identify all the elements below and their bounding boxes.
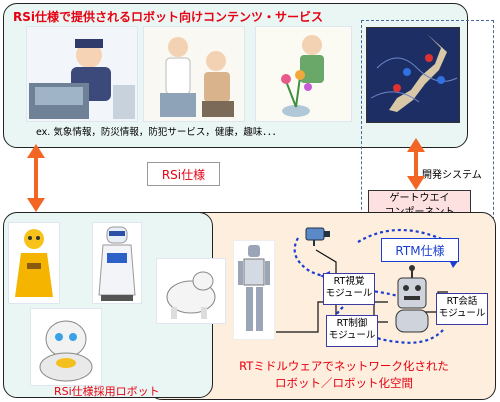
rt-conversation-module-line2: モジュール <box>438 308 486 319</box>
speaking-robot-icon <box>395 265 429 333</box>
rsi-spec-arrow <box>27 144 45 212</box>
gateway-line1: ゲートウエイ <box>389 193 450 204</box>
rt-conversation-module-line1: RT会話 <box>446 296 478 307</box>
middleware-caption-line1: RTミドルウェアでネットワーク化された <box>239 359 449 373</box>
middleware-caption-line2: ロボット／ロボット化空間 <box>275 376 413 390</box>
rt-control-module: RT制御 モジュール <box>326 315 378 347</box>
camera-icon <box>305 227 330 246</box>
dev-system-arrow <box>407 138 425 190</box>
rt-control-module-line1: RT制御 <box>336 318 368 329</box>
round-robot-image <box>30 308 102 386</box>
flower-arranging-image <box>255 26 352 122</box>
doctor-consultation-image <box>143 26 245 122</box>
train-operator-image <box>26 26 138 122</box>
rt-vision-module-line1: RT視覚 <box>333 276 365 287</box>
rt-network-diagram <box>276 227 459 344</box>
rtm-spec-label: RTM仕様 <box>395 244 445 258</box>
rt-vision-module: RT視覚 モジュール <box>323 273 375 305</box>
rt-control-module-line2: モジュール <box>328 330 376 341</box>
yellow-robot-image <box>8 222 60 304</box>
content-services-title: RSi仕様で提供されるロボット向けコンテンツ・サービス <box>13 10 323 24</box>
rt-vision-module-line2: モジュール <box>325 288 373 299</box>
weather-map-image <box>366 27 460 123</box>
rsi-spec-label: RSi仕様 <box>161 168 206 182</box>
rtm-spec-label-box: RTM仕様 <box>381 238 459 262</box>
pet-robot-image <box>156 258 226 324</box>
development-system-label: 開発システム <box>422 170 482 181</box>
humanoid-robot-image <box>233 240 275 340</box>
rsi-spec-label-box: RSi仕様 <box>147 162 220 186</box>
white-blue-robot-image <box>92 222 142 304</box>
middleware-caption: RTミドルウェアでネットワーク化された ロボット／ロボット化空間 <box>199 358 489 392</box>
content-examples-text: ex. 気象情報，防災情報，防犯サービス，健康，趣味．．． <box>36 127 282 138</box>
rsi-robots-label: RSi仕様採用ロボット <box>54 385 160 398</box>
rt-conversation-module: RT会話 モジュール <box>436 293 488 325</box>
